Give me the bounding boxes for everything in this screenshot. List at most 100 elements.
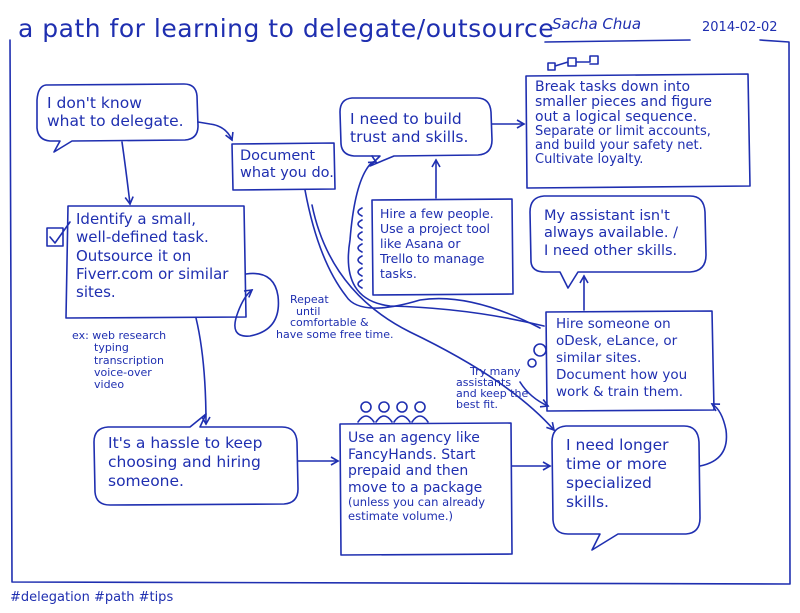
annotation-line: video: [94, 378, 125, 392]
annotation-line: best fit.: [456, 398, 499, 411]
node-text-line: specialized: [566, 473, 652, 492]
box-break-tasks: [525, 73, 751, 189]
title-underline: [544, 39, 691, 43]
node-break-tasks: Break tasks down into smaller pieces and…: [535, 79, 712, 168]
thought-bubble-2: [527, 358, 537, 368]
hashtags: #delegation #path #tips: [10, 590, 174, 605]
link-icon: [547, 55, 599, 71]
node-hire-few: Hire a few people. Use a project tool li…: [380, 206, 494, 281]
node-text-line: Break tasks down into: [535, 79, 691, 95]
node-text-line: well-defined task.: [76, 228, 209, 247]
annotation-line: ex: web research: [72, 329, 167, 342]
node-text-line: Trello to manage: [380, 251, 485, 266]
node-text-line: Separate or limit accounts,: [535, 124, 711, 140]
node-text-line: (unless you can already: [348, 495, 486, 510]
node-text-line: It's a hassle to keep: [108, 434, 263, 452]
bubble-assistant: [529, 195, 707, 289]
arrow-document-longer: [311, 204, 556, 432]
node-text-line: work & train them.: [556, 383, 684, 400]
annotation-line: assistants: [456, 376, 512, 389]
node-text-line: Document how you: [556, 366, 688, 383]
box-identify: [65, 205, 247, 319]
date-label: 2014-02-02: [702, 20, 778, 35]
node-document: Document what you do.: [240, 148, 334, 182]
checkbox-icon: [46, 221, 71, 247]
node-longer: I need longer time or more specialized s…: [566, 436, 669, 512]
node-text-line: I need to build: [350, 110, 462, 128]
node-text-line: out a logical sequence.: [535, 109, 698, 126]
bubble-longer: [551, 425, 701, 551]
annotation-line: have some free time.: [276, 327, 394, 341]
node-hire-odesk: Hire someone on oDesk, eLance, or simila…: [556, 316, 687, 400]
node-text-line: prepaid and then: [348, 463, 469, 480]
node-hassle: It's a hassle to keep choosing and hirin…: [108, 434, 262, 491]
node-dont-know: I don't know what to delegate.: [47, 94, 184, 131]
node-text-line: skills.: [566, 492, 609, 511]
node-text-line: move to a package: [348, 479, 483, 496]
node-text-line: I need longer: [566, 436, 669, 454]
node-text-line: Document: [240, 148, 316, 164]
node-assistant: My assistant isn't always available. / I…: [544, 208, 678, 260]
node-agency: Use an agency like FancyHands. Start pre…: [348, 430, 485, 523]
node-text-line: what you do.: [240, 165, 334, 182]
arrow-document-odesk: [304, 189, 541, 329]
arrow-longer-odesk: [699, 403, 728, 467]
node-text-line: someone.: [108, 471, 184, 490]
node-text-line: I don't know: [47, 94, 142, 112]
bubble-hassle: [93, 413, 299, 506]
node-text-line: smaller pieces and figure: [535, 94, 712, 111]
annotation-line: comfortable &: [290, 316, 369, 330]
annotation-line: until: [296, 304, 321, 318]
node-text-line: always available. /: [544, 225, 678, 242]
annotation-try-many: Try many assistants and keep the best fi…: [456, 366, 528, 410]
node-text-line: Use an agency like: [348, 430, 480, 446]
arrow-identify-hassle: [195, 317, 211, 426]
arrow-dontknow-identify: [121, 141, 134, 206]
arrow-repeat-loop: [234, 272, 280, 337]
bubble-dont-know: [36, 83, 199, 153]
annotation-examples: ex: web research typing transcription vo…: [72, 329, 167, 392]
thought-bubble-1: [533, 343, 547, 357]
node-text-line: trust and skills.: [350, 128, 469, 147]
node-trust: I need to build trust and skills.: [350, 110, 468, 147]
annotation-repeat: Repeat until comfortable & have some fre…: [276, 293, 393, 340]
annotation-line: and keep the: [456, 387, 529, 400]
node-text-line: time or more: [566, 454, 667, 473]
node-text-line: Hire a few people.: [380, 206, 494, 221]
node-text-line: similar sites.: [556, 349, 642, 366]
arrow-dontknow-document: [197, 121, 234, 142]
arrow-trymany: [519, 381, 550, 408]
annotation-line: typing: [94, 341, 129, 355]
node-identify: Identify a small, well-defined task. Out…: [76, 210, 228, 301]
page-frame: [9, 39, 791, 585]
annotation-line: Try many: [470, 365, 521, 378]
arrow-odesk-trust-loop: [347, 154, 545, 327]
node-text-line: Cultivate loyalty.: [535, 152, 644, 168]
node-text-line: FancyHands. Start: [348, 446, 476, 463]
box-document: [231, 142, 336, 191]
node-text-line: sites.: [76, 283, 116, 302]
people-icon: [357, 401, 429, 423]
spiral-icon: [357, 207, 363, 289]
annotation-line: transcription: [94, 353, 164, 367]
box-hire-few: [371, 198, 514, 296]
node-text-line: tasks.: [380, 266, 417, 281]
node-text-line: Fiverr.com or similar: [76, 264, 229, 283]
node-text-line: like Asana or: [380, 236, 461, 251]
node-text-line: I need other skills.: [544, 242, 678, 259]
node-text-line: Use a project tool: [380, 221, 490, 236]
node-text-line: Outsource it on: [76, 246, 192, 265]
node-text-line: My assistant isn't: [544, 208, 670, 224]
annotation-line: voice-over: [94, 365, 152, 379]
node-text-line: oDesk, eLance, or: [556, 332, 678, 349]
node-text-line: estimate volume.): [348, 508, 454, 523]
node-text-line: choosing and hiring: [108, 452, 261, 471]
node-text-line: Identify a small,: [76, 210, 197, 228]
bubble-trust: [339, 97, 493, 167]
author-name: Sacha Chua: [552, 15, 642, 33]
page-title: a path for learning to delegate/outsourc…: [18, 14, 555, 43]
box-agency: [339, 422, 513, 556]
node-text-line: what to delegate.: [47, 112, 184, 131]
annotation-line: Repeat: [290, 293, 329, 306]
